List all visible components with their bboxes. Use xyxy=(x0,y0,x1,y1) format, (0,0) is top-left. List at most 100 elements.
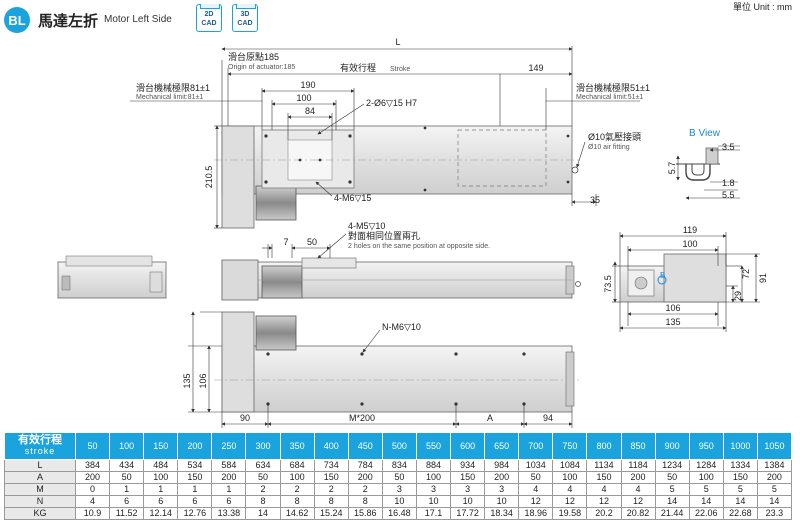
motor-top xyxy=(255,185,297,221)
table-cell: 150 xyxy=(313,471,349,484)
stroke-col-header: 300 xyxy=(245,432,281,460)
stroke-col-header: 50 xyxy=(74,432,111,460)
table-cell: 2 xyxy=(245,483,281,496)
stroke-col-header: 1050 xyxy=(756,432,793,460)
table-cell: 4 xyxy=(620,483,656,496)
table-cell: 0 xyxy=(74,483,111,496)
table-cell: 534 xyxy=(177,459,213,472)
table-cell: 200 xyxy=(620,471,656,484)
row-label: KG xyxy=(4,507,76,520)
table-cell: 4 xyxy=(552,483,588,496)
table-cell: 200 xyxy=(74,471,111,484)
table-cell: 10.9 xyxy=(74,507,111,520)
stroke-col-header: 250 xyxy=(211,432,247,460)
model-badge: BL xyxy=(4,7,30,33)
table-cell: 16.48 xyxy=(381,507,417,520)
origin-label-en: Origin of actuator:185 xyxy=(228,64,295,71)
dim-50: 50 xyxy=(307,237,317,247)
table-cell: 884 xyxy=(415,459,452,472)
dim-210-5: 210.5 xyxy=(204,166,214,189)
dim-106: 106 xyxy=(198,373,208,388)
table-cell: 6 xyxy=(177,495,213,508)
stroke-col-header: 450 xyxy=(347,432,383,460)
table-cell: 18.34 xyxy=(484,507,520,520)
stroke-col-header: 350 xyxy=(279,432,315,460)
table-cell: 12.76 xyxy=(177,507,213,520)
header: BL 馬達左折 Motor Left Side 2D CAD 3D CAD 單位… xyxy=(0,0,800,40)
table-cell: 434 xyxy=(109,459,145,472)
table-cell: 4 xyxy=(518,483,554,496)
motor-bottom xyxy=(255,315,297,351)
cad-2d-button[interactable]: 2D CAD xyxy=(196,4,222,32)
stroke-col-header: 900 xyxy=(654,432,690,460)
table-cell: 20.2 xyxy=(586,507,622,520)
table-cell: 8 xyxy=(347,495,383,508)
table-cell: 50 xyxy=(518,471,554,484)
mech-limit-right-en: Mechanical limit:51±1 xyxy=(576,94,643,101)
table-cell: 1034 xyxy=(518,459,554,472)
cad-3d-line1: 3D xyxy=(240,11,250,18)
table-cell: 15.24 xyxy=(313,507,349,520)
table-cell: 14 xyxy=(245,507,281,520)
table-cell: 200 xyxy=(347,471,383,484)
m6-hole-label: 4-M6▽15 xyxy=(334,193,371,203)
table-cell: 10 xyxy=(450,495,486,508)
dim-190: 190 xyxy=(300,80,315,90)
bottom-view-body xyxy=(221,345,573,413)
table-cell: 3 xyxy=(450,483,486,496)
page-subtitle: Motor Left Side xyxy=(104,14,172,25)
table-cell: 1 xyxy=(211,483,247,496)
table-cell: 6 xyxy=(143,495,179,508)
motor-side xyxy=(261,265,303,299)
dim-100-side: 100 xyxy=(682,239,697,249)
pin-hole-label: 2-Ø6▽15 H7 xyxy=(366,98,417,108)
right-end-view xyxy=(619,253,727,303)
b-marker: B xyxy=(660,271,665,280)
table-cell: 8 xyxy=(313,495,349,508)
table-cell: 634 xyxy=(245,459,281,472)
stroke-col-header: 400 xyxy=(313,432,349,460)
table-cell: 14 xyxy=(654,495,690,508)
table-cell: 12 xyxy=(620,495,656,508)
table-cell: 200 xyxy=(756,471,793,484)
table-cell: 1184 xyxy=(620,459,656,472)
dim-94: 94 xyxy=(543,413,553,423)
air-fitting-label-cn: Ø10氣壓接頭 xyxy=(588,131,641,142)
dim-106-side: 106 xyxy=(665,303,680,313)
table-cell: 5 xyxy=(654,483,690,496)
table-cell: 1 xyxy=(109,483,145,496)
cad-3d-button[interactable]: 3D CAD xyxy=(232,4,258,32)
table-cell: 150 xyxy=(586,471,622,484)
table-cell: 150 xyxy=(722,471,758,484)
table-cell: 6 xyxy=(109,495,145,508)
table-cell: 684 xyxy=(279,459,315,472)
dim-m200: M*200 xyxy=(349,413,375,423)
page-title: 馬達左折 xyxy=(38,13,99,30)
table-cell: 10 xyxy=(381,495,417,508)
table-cell: 18.96 xyxy=(518,507,554,520)
table-cell: 3 xyxy=(484,483,520,496)
table-cell: 100 xyxy=(688,471,724,484)
carriage-side xyxy=(301,257,357,269)
stroke-col-header: 700 xyxy=(518,432,554,460)
table-cell: 734 xyxy=(313,459,349,472)
table-cell: 100 xyxy=(143,471,179,484)
table-cell: 15.86 xyxy=(347,507,383,520)
technical-drawing: L 滑台原點185 Origin of actuator:185 有效行程 St… xyxy=(57,37,768,428)
cad-2d-line2: CAD xyxy=(201,20,217,27)
row-label: A xyxy=(4,471,76,484)
stroke-label-en: Stroke xyxy=(390,66,410,73)
stroke-col-header: 650 xyxy=(484,432,520,460)
table-cell: 834 xyxy=(381,459,417,472)
dim-L: L xyxy=(395,37,400,47)
dim-72: 72 xyxy=(741,269,751,279)
table-cell: 21.44 xyxy=(654,507,690,520)
table-cell: 12 xyxy=(552,495,588,508)
stroke-col-header: 100 xyxy=(109,432,145,460)
dim-90: 90 xyxy=(240,413,250,423)
table-cell: 1 xyxy=(143,483,179,496)
table-cell: 5 xyxy=(756,483,793,496)
dim-1-8: 1.8 xyxy=(722,178,735,188)
